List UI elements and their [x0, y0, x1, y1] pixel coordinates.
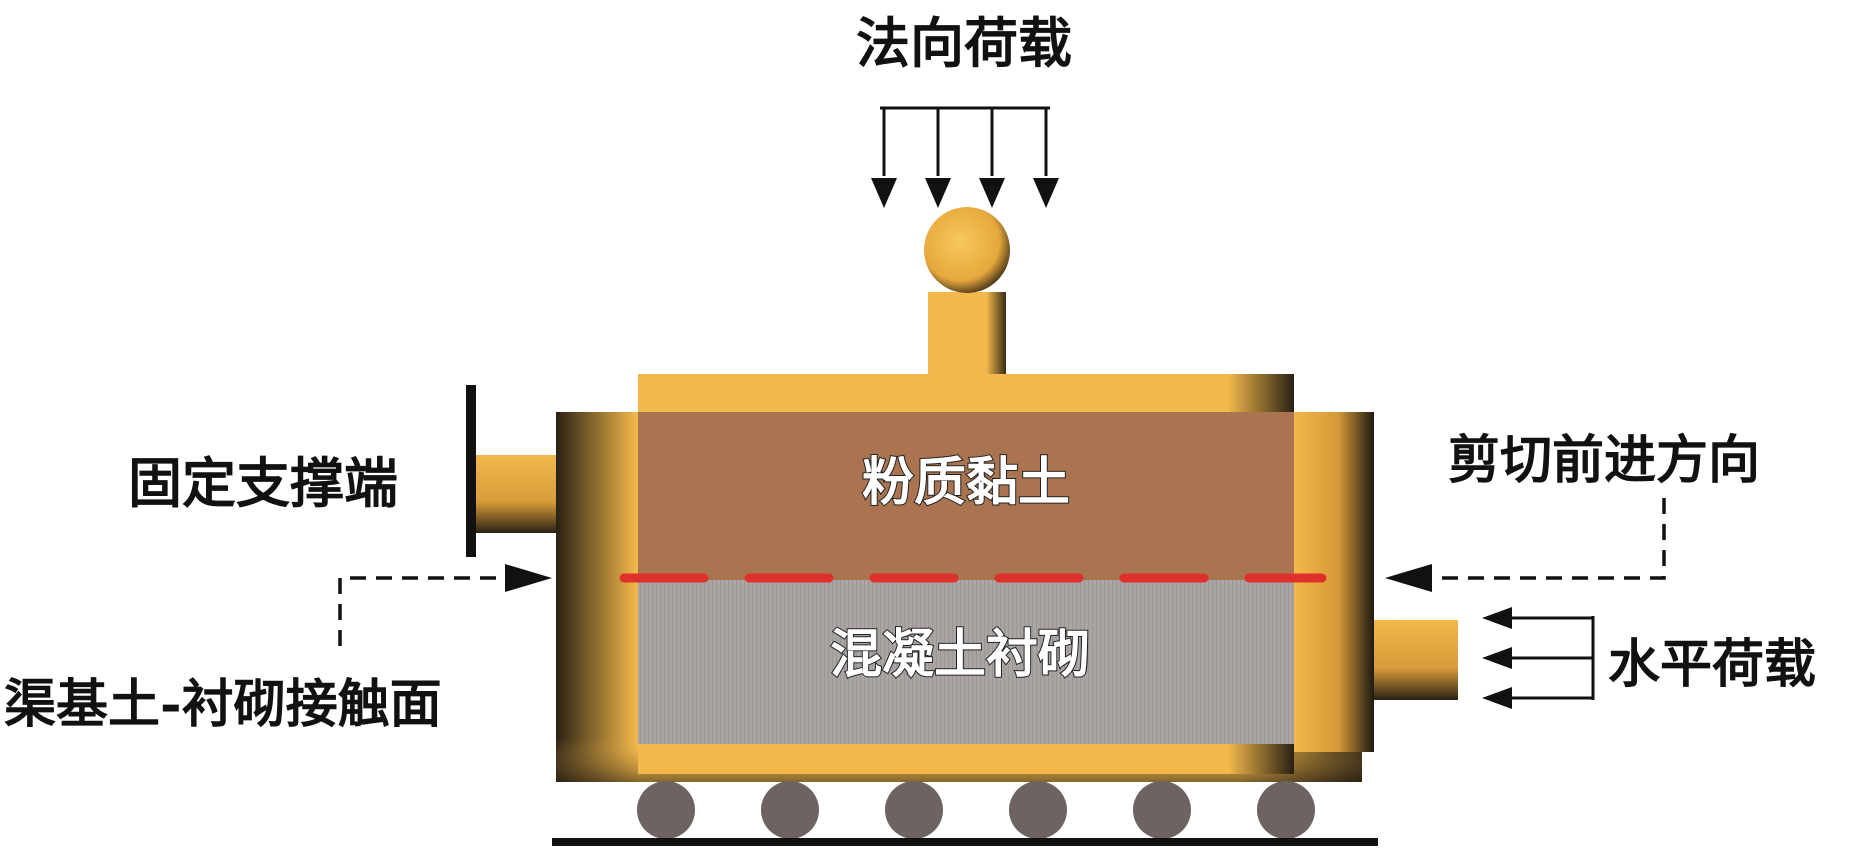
normal-load-arrowhead [979, 178, 1005, 208]
interface-pointer-arrow [338, 564, 552, 646]
normal-load-arrowhead [1033, 178, 1059, 208]
roller [885, 781, 943, 839]
roller [637, 781, 695, 839]
normal-load-arrowhead [871, 178, 897, 208]
horizontal-load-label: 水平荷载 [1608, 634, 1816, 695]
normal-load-arrows [871, 106, 1059, 208]
roller [1133, 781, 1191, 839]
fixed-support-stub [476, 455, 556, 533]
fixed-support-label: 固定支撑端 [128, 451, 398, 515]
concrete-lining-layer [638, 580, 1294, 744]
loading-ball [924, 207, 1010, 293]
normal-load-arrowhead [925, 178, 951, 208]
roller [761, 781, 819, 839]
horizontal-load-arrowhead [1482, 607, 1512, 629]
silty-clay-label: 粉质黏土 [862, 452, 1070, 513]
rollers [637, 781, 1315, 839]
loading-post [928, 292, 1006, 374]
horizontal-load-stub [1374, 620, 1458, 700]
shear-direction-arrow [1385, 498, 1666, 592]
concrete-lining-label: 混凝土衬砌 [830, 624, 1090, 685]
shear-direction-label: 剪切前进方向 [1448, 430, 1760, 491]
roller [1257, 781, 1315, 839]
horizontal-load-arrowhead [1482, 647, 1512, 669]
horizontal-load-arrowhead [1482, 687, 1512, 709]
interface-label: 渠基土-衬砌接触面 [4, 674, 442, 735]
normal-load-label: 法向荷载 [856, 11, 1072, 75]
roller [1009, 781, 1067, 839]
fixed-support-plate [466, 385, 476, 557]
ground-line [552, 838, 1378, 846]
silty-clay-layer [638, 412, 1294, 580]
horizontal-load-arrows [1482, 607, 1595, 709]
